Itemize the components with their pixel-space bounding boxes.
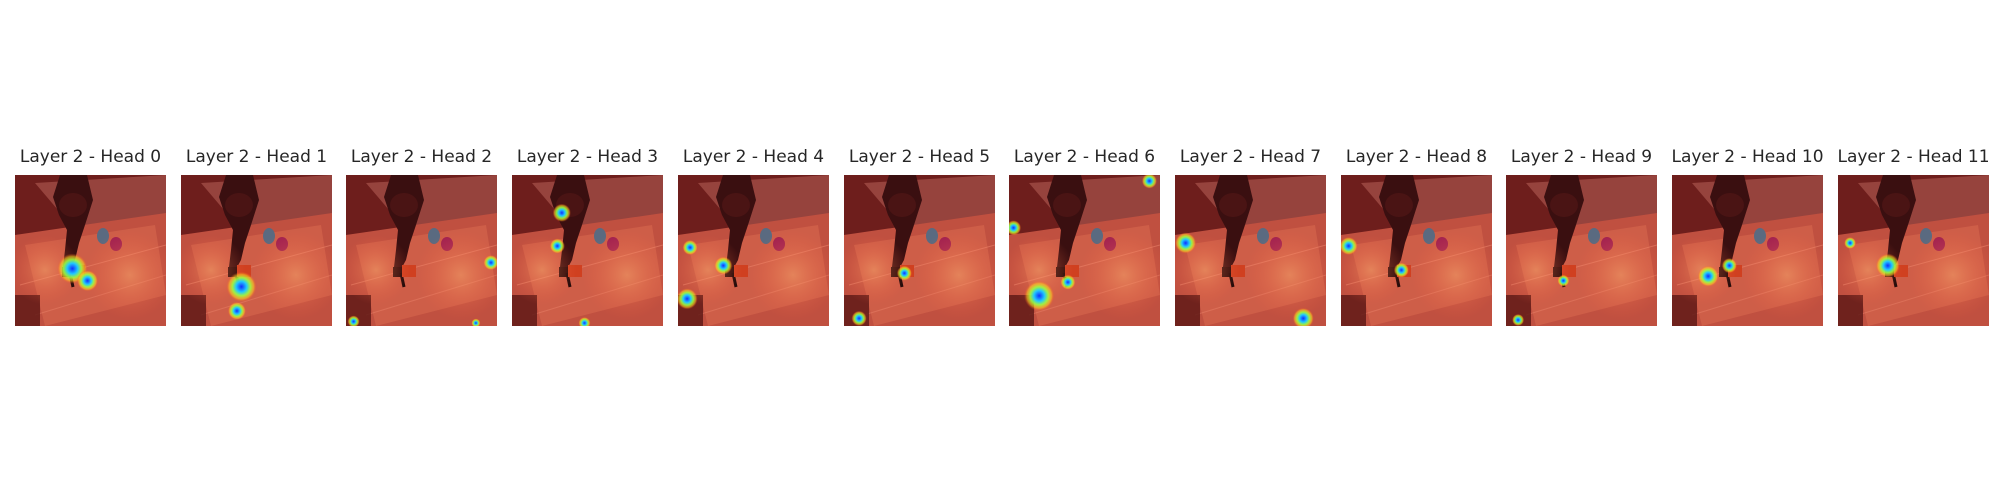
panel-title: Layer 2 - Head 11 [1837,147,1990,167]
panel-title: Layer 2 - Head 10 [1671,147,1824,167]
attention-heatmap-image [1009,175,1160,326]
attention-heatmap-image [512,175,663,326]
attention-heatmap-image [346,175,497,326]
panel-title: Layer 2 - Head 0 [19,147,162,167]
panel-title: Layer 2 - Head 9 [1510,147,1653,167]
panel-title: Layer 2 - Head 4 [682,147,825,167]
attention-heatmap-image [844,175,995,326]
panel-title: Layer 2 - Head 2 [350,147,493,167]
attention-heatmap-image [1506,175,1657,326]
attention-heatmap-image [678,175,829,326]
attention-heatmap-image [1838,175,1989,326]
attention-heatmap-image [181,175,332,326]
panel-title: Layer 2 - Head 1 [185,147,328,167]
panel-title: Layer 2 - Head 5 [848,147,991,167]
attention-heatmap-image [15,175,166,326]
attention-heatmap-image [1175,175,1326,326]
attention-heatmap-image [1672,175,1823,326]
panel-title: Layer 2 - Head 8 [1345,147,1488,167]
panel-title: Layer 2 - Head 7 [1179,147,1322,167]
attention-heatmap-image [1341,175,1492,326]
panel-title: Layer 2 - Head 3 [516,147,659,167]
panel-title: Layer 2 - Head 6 [1013,147,1156,167]
